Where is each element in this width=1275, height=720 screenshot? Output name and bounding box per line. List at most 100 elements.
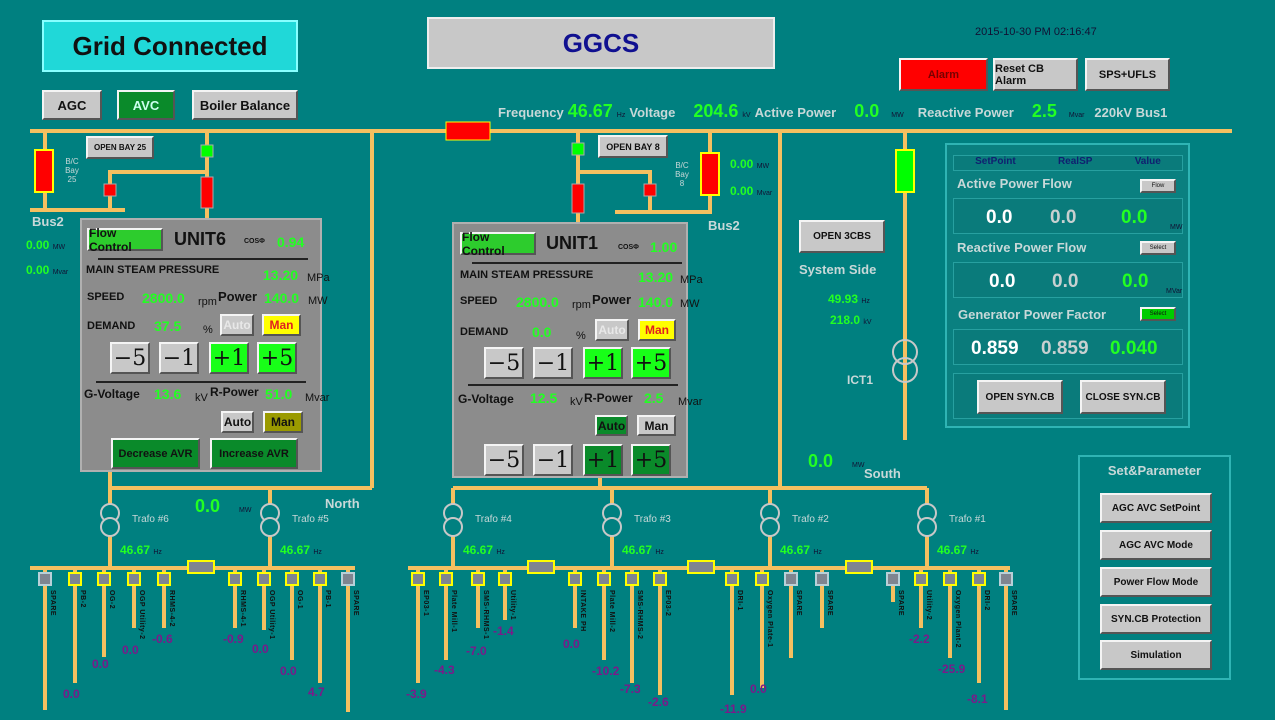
cos-label: COSΦ (618, 244, 639, 251)
col-setpoint: SetPoint (975, 156, 1016, 167)
unit6-avr-auto-button[interactable]: Auto (221, 411, 254, 433)
unit6-flow-control-button[interactable]: Flow Control (87, 226, 163, 254)
power-factor-select-button[interactable]: Select (1140, 307, 1176, 321)
unit1-minus1-button[interactable]: −1 (533, 347, 573, 379)
trafo-frequency: 46.67 Hz (120, 543, 162, 557)
active-flow-button[interactable]: Flow (1140, 179, 1176, 193)
sps-ufls-button[interactable]: SPS+UFLS (1085, 58, 1170, 91)
unit6-plus1-button[interactable]: +1 (209, 342, 249, 374)
simulation-button[interactable]: Simulation (1100, 640, 1212, 670)
unit1-rpower-value: 2.5 (644, 390, 664, 406)
feeder-breaker[interactable] (999, 572, 1013, 586)
feeder-breaker[interactable] (439, 572, 453, 586)
unit6-speed-value: 2800.0 (142, 290, 185, 306)
feeder-breaker[interactable] (625, 572, 639, 586)
close-syn-cb-button[interactable]: CLOSE SYN.CB (1080, 380, 1166, 414)
feeder-breaker[interactable] (755, 572, 769, 586)
feeder-breaker[interactable] (597, 572, 611, 586)
feeder-breaker[interactable] (784, 572, 798, 586)
feeder-breaker[interactable] (257, 572, 271, 586)
feeder-breaker[interactable] (411, 572, 425, 586)
feeder-value: 0.0 (280, 664, 297, 678)
feeder-label: EP03-2 (664, 590, 671, 617)
feeder-breaker[interactable] (471, 572, 485, 586)
feeder-breaker[interactable] (568, 572, 582, 586)
feeder-breaker[interactable] (815, 572, 829, 586)
bay8-breaker (700, 152, 720, 196)
unit1-demand-auto-button[interactable]: Auto (595, 319, 629, 341)
unit1-plus5-button[interactable]: +5 (631, 347, 671, 379)
system-side-label: System Side (799, 262, 877, 277)
power-flow-mode-button[interactable]: Power Flow Mode (1100, 567, 1212, 597)
voltage-value: 204.6 (693, 101, 739, 121)
feeder-value: -25.9 (938, 662, 966, 676)
trafo-label: Trafo #1 (949, 514, 986, 525)
unit1-speed-value: 2800.0 (516, 294, 559, 310)
transformer-icon (100, 503, 120, 537)
feeder-breaker[interactable] (725, 572, 739, 586)
agc-avc-mode-button[interactable]: AGC AVC Mode (1100, 530, 1212, 560)
unit6-minus5-button[interactable]: −5 (110, 342, 150, 374)
demand-label: DEMAND (460, 326, 509, 338)
unit1-avr-man-button[interactable]: Man (637, 415, 676, 436)
unit1-minus5-button[interactable]: −5 (484, 347, 524, 379)
unit1-demand-value: 0.0 (532, 324, 552, 340)
open-bay-8-button[interactable]: OPEN BAY 8 (598, 135, 668, 158)
decrease-avr-button[interactable]: Decrease AVR (111, 438, 200, 469)
feeder-breaker[interactable] (498, 572, 512, 586)
feeder-label: DRI-1 (736, 590, 743, 611)
unit1-avr-auto-button[interactable]: Auto (595, 415, 628, 436)
unit6-avr-man-button[interactable]: Man (263, 411, 303, 433)
feeder-breaker[interactable] (341, 572, 355, 586)
syn-cb-protection-button[interactable]: SYN.CB Protection (1100, 604, 1212, 634)
agc-button[interactable]: AGC (42, 90, 102, 120)
increase-avr-button[interactable]: Increase AVR (210, 438, 298, 469)
feeder-breaker[interactable] (886, 572, 900, 586)
feeder-breaker[interactable] (228, 572, 242, 586)
feeder-breaker[interactable] (972, 572, 986, 586)
boiler-balance-button[interactable]: Boiler Balance (192, 90, 298, 120)
feeder-breaker[interactable] (943, 572, 957, 586)
open-bay-25-button[interactable]: OPEN BAY 25 (86, 136, 154, 159)
unit: % (203, 324, 213, 336)
unit1-avr-minus1-button[interactable]: −1 (533, 444, 573, 476)
unit6-minus1-button[interactable]: −1 (159, 342, 199, 374)
unit1-demand-man-button[interactable]: Man (638, 319, 676, 341)
feeder-label: Oxygen Plant-2 (954, 590, 961, 648)
unit1-flow-control-button[interactable]: Flow Control (460, 230, 536, 258)
unit1-avr-minus5-button[interactable]: −5 (484, 444, 524, 476)
open-syn-cb-button[interactable]: OPEN SYN.CB (977, 380, 1063, 414)
ict1-breaker (895, 149, 915, 193)
unit: MW (680, 298, 700, 310)
feeder-breaker[interactable] (38, 572, 52, 586)
frequency-label: Frequency (498, 105, 564, 120)
feeder-breaker[interactable] (285, 572, 299, 586)
feeder-breaker[interactable] (68, 572, 82, 586)
feeder-breaker[interactable] (914, 572, 928, 586)
unit1-plus1-button[interactable]: +1 (583, 347, 623, 379)
unit6-plus5-button[interactable]: +5 (257, 342, 297, 374)
unit1-avr-plus1-button[interactable]: +1 (583, 444, 623, 476)
datetime: 2015-10-30 PM 02:16:47 (975, 26, 1097, 38)
unit1-breaker (571, 183, 585, 214)
trafo-frequency: 46.67 Hz (622, 543, 664, 557)
bay25-mvar: 0.00 Mvar (26, 263, 69, 277)
alarm-button[interactable]: Alarm (899, 58, 988, 91)
reactive-select-button[interactable]: Select (1140, 241, 1176, 255)
open-3cbs-button[interactable]: OPEN 3CBS (799, 220, 885, 253)
feeder-breaker[interactable] (157, 572, 171, 586)
feeder-breaker[interactable] (653, 572, 667, 586)
reset-cb-alarm-button[interactable]: Reset CB Alarm (993, 58, 1078, 91)
unit6-demand-auto-button[interactable]: Auto (220, 314, 254, 336)
avc-button[interactable]: AVC (117, 90, 175, 120)
feeder-label: Plate Mill-2 (608, 590, 615, 633)
feeder-breaker[interactable] (127, 572, 141, 586)
unit: % (576, 330, 586, 342)
unit6-demand-man-button[interactable]: Man (262, 314, 301, 336)
unit1-avr-plus5-button[interactable]: +5 (631, 444, 671, 476)
unit: rpm (572, 299, 591, 311)
feeder-breaker[interactable] (97, 572, 111, 586)
g-voltage-label: G-Voltage (458, 392, 514, 406)
agc-avc-setpoint-button[interactable]: AGC AVC SetPoint (1100, 493, 1212, 523)
feeder-breaker[interactable] (313, 572, 327, 586)
